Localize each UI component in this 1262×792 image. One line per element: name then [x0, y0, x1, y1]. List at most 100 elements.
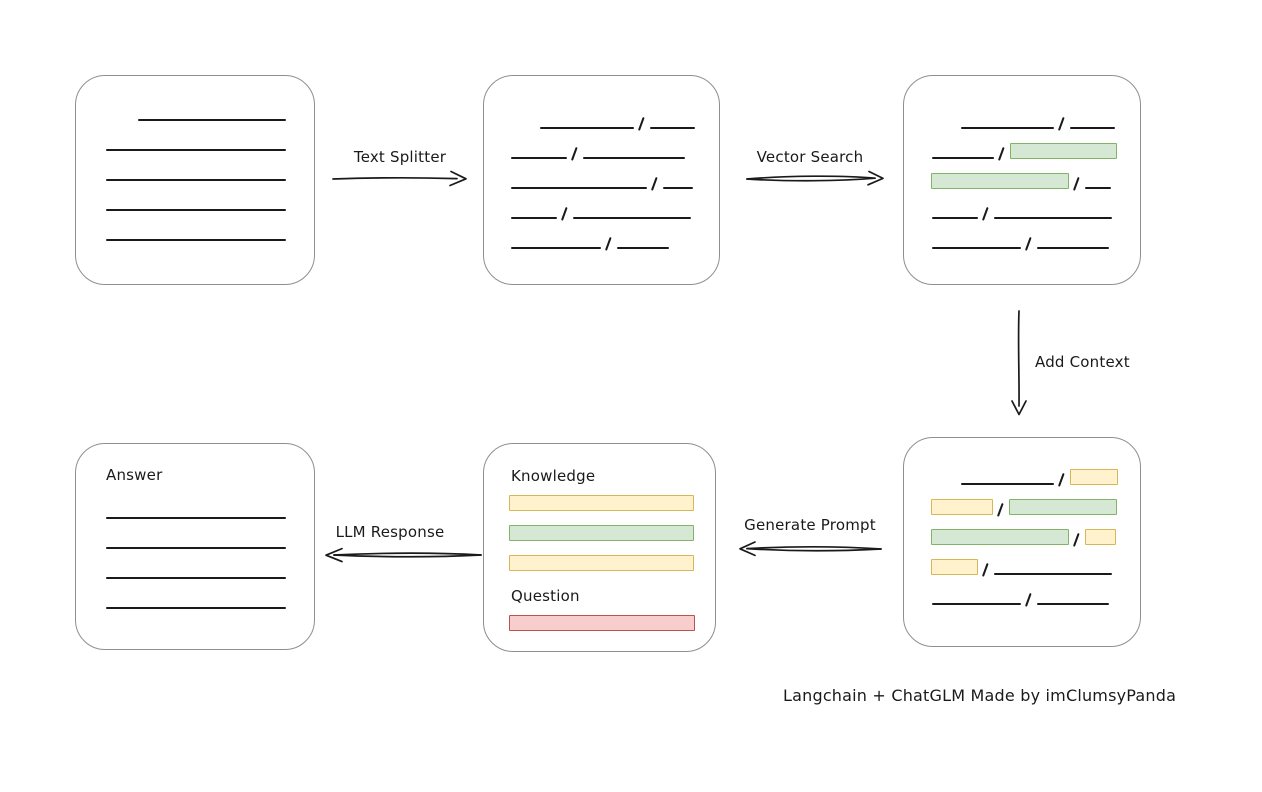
- text-row: [931, 173, 1140, 191]
- yellow-chunk: [1070, 469, 1118, 485]
- text-line: [932, 603, 1021, 605]
- slash-separator: [650, 176, 658, 191]
- vector-search-label: Vector Search: [756, 148, 864, 166]
- green-chunk: [1010, 143, 1117, 159]
- text-line: [932, 217, 978, 219]
- text-line: [106, 149, 286, 151]
- yellow-chunk: [931, 499, 993, 515]
- text-line: [1070, 127, 1115, 129]
- text-line: [106, 547, 286, 549]
- slash-separator: [604, 236, 612, 251]
- text-line: [138, 119, 286, 121]
- llm-response-arrow: [325, 547, 482, 563]
- text-line: [106, 239, 286, 241]
- context-lines: [904, 438, 1140, 607]
- generate-prompt-label: Generate Prompt: [744, 516, 876, 534]
- text-row: [509, 555, 715, 571]
- text-row: [106, 563, 314, 579]
- text-row: [540, 113, 719, 131]
- text-row: [931, 529, 1140, 547]
- text-row: [106, 503, 314, 519]
- slash-separator: [560, 206, 568, 221]
- chunk-lines: [484, 76, 719, 251]
- text-line: [1085, 187, 1111, 189]
- text-line: [932, 157, 994, 159]
- slash-separator: [570, 146, 578, 161]
- slash-separator: [1072, 532, 1080, 547]
- text-line: [511, 247, 601, 249]
- question-label: Question: [511, 587, 580, 605]
- text-line: [617, 247, 669, 249]
- text-row: [106, 135, 314, 151]
- text-line: [650, 127, 695, 129]
- text-row: [511, 173, 719, 191]
- text-line: [961, 483, 1054, 485]
- document-lines: [76, 76, 314, 241]
- slash-separator: [1024, 592, 1032, 607]
- slash-separator: [1024, 236, 1032, 251]
- green-chunk: [1009, 499, 1117, 515]
- text-row: [932, 143, 1140, 161]
- text-row: [106, 533, 314, 549]
- slash-separator: [996, 502, 1004, 517]
- yellow-chunk: [509, 555, 694, 571]
- slash-separator: [997, 146, 1005, 161]
- slash-separator: [1057, 472, 1065, 487]
- diagram-caption: Langchain + ChatGLM Made by imClumsyPand…: [783, 686, 1177, 705]
- text-row: [932, 203, 1140, 221]
- text-line: [1037, 247, 1109, 249]
- source-document-node: [75, 75, 315, 285]
- green-chunk: [931, 529, 1069, 545]
- text-row: [511, 143, 719, 161]
- text-row: [961, 469, 1140, 487]
- slash-separator: [981, 206, 989, 221]
- green-chunk: [931, 173, 1069, 189]
- generate-prompt-arrow: [739, 541, 882, 557]
- text-row: [106, 195, 314, 211]
- vector-search-results-node: [903, 75, 1141, 285]
- text-row: [932, 233, 1140, 251]
- vector-search-arrow: [746, 170, 884, 186]
- llm-response-label: LLM Response: [335, 523, 445, 541]
- red-chunk: [509, 615, 695, 631]
- text-line: [994, 217, 1112, 219]
- knowledge-label: Knowledge: [511, 467, 596, 485]
- text-line: [106, 517, 286, 519]
- yellow-chunk: [1085, 529, 1116, 545]
- text-row: [511, 203, 719, 221]
- add-context-label: Add Context: [1035, 353, 1130, 371]
- text-row: [931, 559, 1140, 577]
- text-row: [106, 165, 314, 181]
- text-line: [106, 209, 286, 211]
- text-line: [511, 187, 647, 189]
- text-row: [931, 499, 1140, 517]
- text-line: [106, 577, 286, 579]
- answer-label: Answer: [106, 466, 163, 484]
- search-result-lines: [904, 76, 1140, 251]
- answer-node: Answer: [75, 443, 315, 650]
- text-line: [1037, 603, 1109, 605]
- text-line: [573, 217, 691, 219]
- slash-separator: [1072, 176, 1080, 191]
- text-line: [663, 187, 693, 189]
- yellow-chunk: [931, 559, 978, 575]
- slash-separator: [637, 116, 645, 131]
- split-chunks-node: [483, 75, 720, 285]
- text-row: [932, 589, 1140, 607]
- answer-lines: [76, 503, 314, 609]
- slash-separator: [1057, 116, 1065, 131]
- text-splitter-label: Text Splitter: [353, 148, 447, 166]
- text-row: [509, 615, 715, 631]
- text-row: [961, 113, 1140, 131]
- text-row: [509, 525, 715, 541]
- context-chunks-node: [903, 437, 1141, 647]
- text-row: [511, 233, 719, 251]
- text-line: [540, 127, 634, 129]
- slash-separator: [981, 562, 989, 577]
- add-context-arrow: [1011, 310, 1027, 416]
- text-line: [106, 179, 286, 181]
- yellow-chunk: [509, 495, 694, 511]
- knowledge-bars: [484, 495, 715, 571]
- text-row: [106, 225, 314, 241]
